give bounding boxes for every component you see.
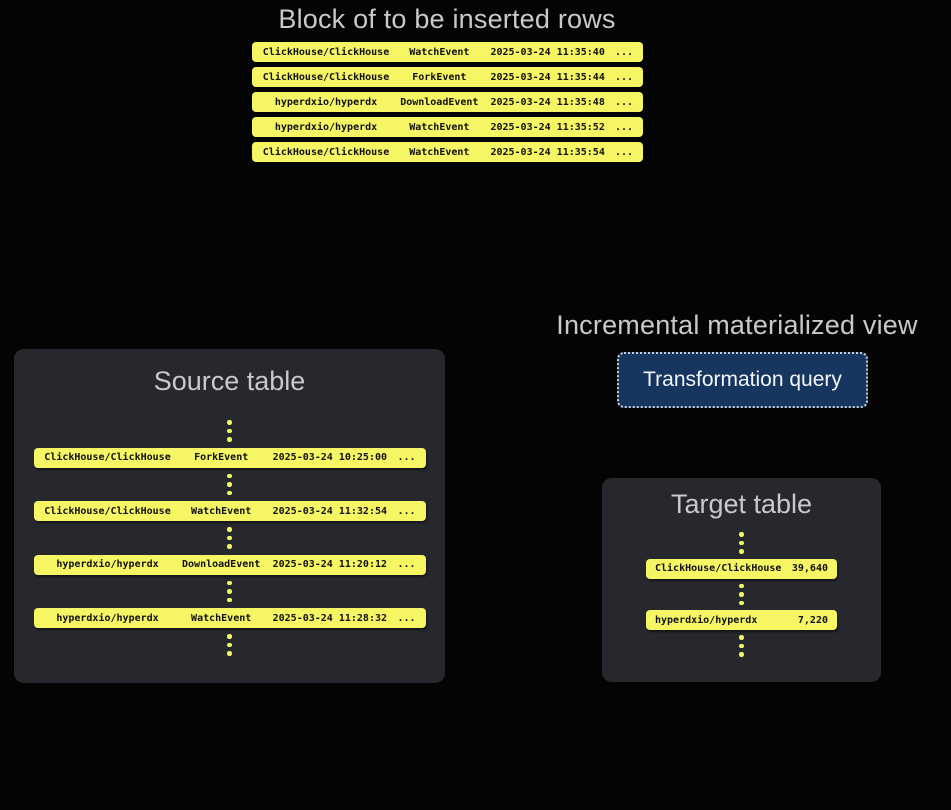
row-more: ... xyxy=(614,46,634,58)
source-table-body: ClickHouse/ClickHouse ForkEvent 2025-03-… xyxy=(14,420,445,656)
row-repo: hyperdxio/hyperdx xyxy=(56,612,159,624)
row-more: ... xyxy=(397,559,416,570)
row-timestamp: 2025-03-24 10:25:00 xyxy=(272,452,387,463)
row-timestamp: 2025-03-24 11:35:44 xyxy=(490,71,605,83)
insert-row: hyperdxio/hyperdx WatchEvent 2025-03-24 … xyxy=(252,117,643,137)
row-repo: ClickHouse/ClickHouse xyxy=(44,452,171,463)
ellipsis-dots-icon xyxy=(739,635,744,657)
target-row: hyperdxio/hyperdx 7,220 xyxy=(646,610,837,630)
row-more: ... xyxy=(397,505,416,517)
row-repo: ClickHouse/ClickHouse xyxy=(262,46,390,58)
ellipsis-dots-icon xyxy=(227,420,232,442)
insert-row: ClickHouse/ClickHouse WatchEvent 2025-03… xyxy=(252,42,643,62)
row-timestamp: 2025-03-24 11:35:52 xyxy=(490,121,605,133)
row-count: 39,640 xyxy=(791,563,828,574)
materialized-view-title: Incremental materialized view xyxy=(556,310,918,340)
ellipsis-dots-icon xyxy=(739,532,744,554)
row-event: WatchEvent xyxy=(409,46,470,58)
row-timestamp: 2025-03-24 11:20:12 xyxy=(272,559,387,570)
row-more: ... xyxy=(614,71,634,83)
row-repo: hyperdxio/hyperdx xyxy=(655,614,758,626)
target-row: ClickHouse/ClickHouse 39,640 xyxy=(646,558,837,579)
source-row: ClickHouse/ClickHouse ForkEvent 2025-03-… xyxy=(33,447,426,468)
row-event: WatchEvent xyxy=(191,505,252,517)
row-repo: ClickHouse/ClickHouse xyxy=(655,563,782,574)
row-more: ... xyxy=(614,96,634,108)
source-row: ClickHouse/ClickHouse WatchEvent 2025-03… xyxy=(33,501,426,521)
row-more: ... xyxy=(614,146,634,158)
ellipsis-dots-icon xyxy=(227,634,232,656)
row-event: WatchEvent xyxy=(191,612,252,624)
insert-row: ClickHouse/ClickHouse WatchEvent 2025-03… xyxy=(252,142,643,162)
row-event: ForkEvent xyxy=(194,452,249,463)
row-repo: hyperdxio/hyperdx xyxy=(274,96,378,108)
target-table-body: ClickHouse/ClickHouse 39,640 hyperdxio/h… xyxy=(602,532,881,657)
target-table-panel: Target table ClickHouse/ClickHouse 39,64… xyxy=(602,478,881,682)
ellipsis-dots-icon xyxy=(227,580,232,602)
transformation-query-button[interactable]: Transformation query xyxy=(617,352,868,408)
source-row: hyperdxio/hyperdx DownloadEvent 2025-03-… xyxy=(33,554,426,575)
row-repo: ClickHouse/ClickHouse xyxy=(262,146,390,158)
row-event: DownloadEvent xyxy=(400,96,479,108)
row-timestamp: 2025-03-24 11:35:54 xyxy=(490,146,605,158)
row-timestamp: 2025-03-24 11:28:32 xyxy=(272,612,387,624)
source-row: hyperdxio/hyperdx WatchEvent 2025-03-24 … xyxy=(33,608,426,628)
row-event: ForkEvent xyxy=(412,71,467,83)
row-more: ... xyxy=(397,452,416,463)
row-timestamp: 2025-03-24 11:35:40 xyxy=(490,46,605,58)
row-event: DownloadEvent xyxy=(182,559,261,570)
row-timestamp: 2025-03-24 11:35:48 xyxy=(490,96,605,108)
insert-block-title: Block of to be inserted rows xyxy=(278,4,616,34)
row-event: WatchEvent xyxy=(409,121,470,133)
row-event: WatchEvent xyxy=(409,146,470,158)
ellipsis-dots-icon xyxy=(739,583,744,605)
row-more: ... xyxy=(614,121,634,133)
row-repo: ClickHouse/ClickHouse xyxy=(44,505,171,517)
row-more: ... xyxy=(397,612,416,624)
row-count: 7,220 xyxy=(797,614,828,626)
row-repo: ClickHouse/ClickHouse xyxy=(262,71,390,83)
row-timestamp: 2025-03-24 11:32:54 xyxy=(272,505,387,517)
insert-row: hyperdxio/hyperdx DownloadEvent 2025-03-… xyxy=(252,92,643,112)
ellipsis-dots-icon xyxy=(227,527,232,549)
ellipsis-dots-icon xyxy=(227,473,232,495)
insert-block-rows: ClickHouse/ClickHouse WatchEvent 2025-03… xyxy=(252,42,643,162)
source-table-title: Source table xyxy=(153,366,306,396)
target-table-title: Target table xyxy=(670,489,813,519)
source-table-panel: Source table ClickHouse/ClickHouse ForkE… xyxy=(14,349,445,683)
row-repo: hyperdxio/hyperdx xyxy=(56,559,159,570)
row-repo: hyperdxio/hyperdx xyxy=(274,121,378,133)
insert-row: ClickHouse/ClickHouse ForkEvent 2025-03-… xyxy=(252,67,643,87)
